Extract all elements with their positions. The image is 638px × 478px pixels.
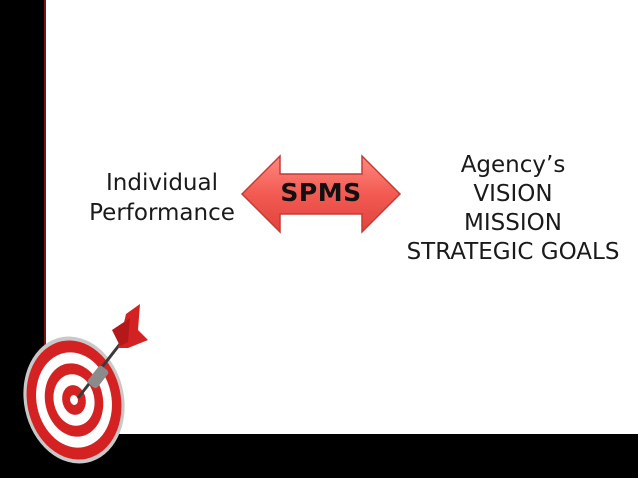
agency-goals-label: Agency’s VISION MISSION STRATEGIC GOALS <box>406 151 620 267</box>
spms-label: SPMS <box>240 178 402 207</box>
right-label-line2: VISION <box>406 180 620 209</box>
double-headed-arrow: SPMS <box>240 154 402 234</box>
right-label-line4: STRATEGIC GOALS <box>406 238 620 267</box>
individual-performance-label: Individual Performance <box>78 168 246 228</box>
dartboard-icon <box>8 296 178 466</box>
left-label-line1: Individual <box>78 168 246 198</box>
right-label-line3: MISSION <box>406 209 620 238</box>
left-label-line2: Performance <box>78 198 246 228</box>
right-label-line1: Agency’s <box>406 151 620 180</box>
